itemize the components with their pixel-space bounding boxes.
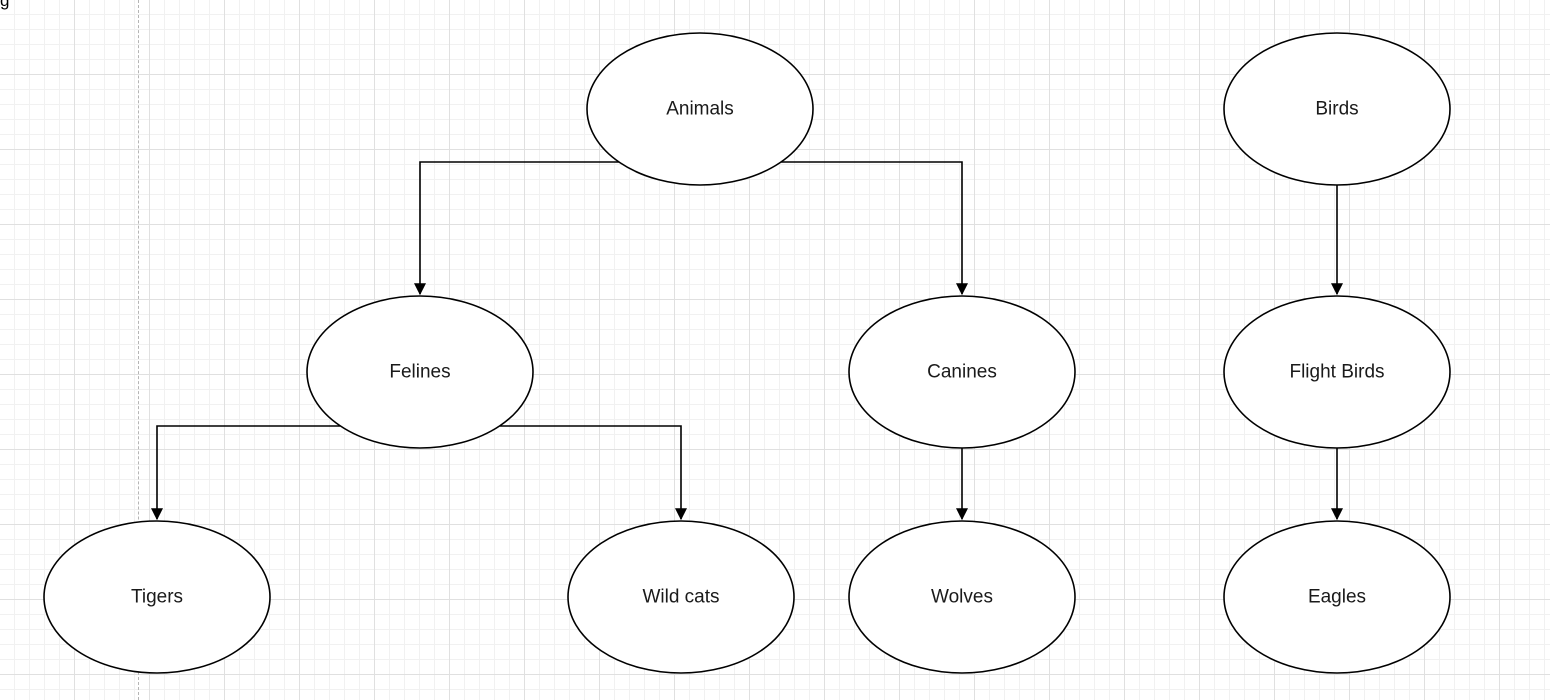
node-tigers-label: Tigers	[131, 587, 183, 608]
page-break-guide	[138, 0, 139, 700]
connectors	[151, 161, 1343, 521]
node-felines-label: Felines	[389, 362, 450, 383]
node-flight-birds-label: Flight Birds	[1289, 362, 1384, 383]
node-birds[interactable]: Birds	[1223, 32, 1451, 186]
node-flight-birds[interactable]: Flight Birds	[1223, 295, 1451, 449]
node-animals-label: Animals	[666, 99, 734, 120]
node-canines[interactable]: Canines	[848, 295, 1076, 449]
node-wild-cats[interactable]: Wild cats	[567, 520, 795, 674]
node-animals-shape	[586, 32, 814, 186]
node-tigers-shape	[43, 520, 271, 674]
node-canines-shape	[848, 295, 1076, 449]
edge-animals-felines[interactable]	[414, 161, 619, 296]
node-canines-label: Canines	[927, 362, 997, 383]
node-birds-shape	[1223, 32, 1451, 186]
node-felines-shape	[306, 295, 534, 449]
node-flight-birds-shape	[1223, 295, 1451, 449]
node-animals[interactable]: Animals	[586, 32, 814, 186]
node-tigers[interactable]: Tigers	[43, 520, 271, 674]
node-wild-cats-label: Wild cats	[642, 587, 719, 608]
node-wolves-shape	[848, 520, 1076, 674]
node-wild-cats-shape	[567, 520, 795, 674]
node-wolves-label: Wolves	[931, 587, 993, 608]
clipped-corner-text: g	[0, 0, 10, 10]
node-eagles[interactable]: Eagles	[1223, 520, 1451, 674]
node-eagles-label: Eagles	[1308, 587, 1366, 608]
node-birds-label: Birds	[1315, 99, 1358, 120]
edge-felines-wild-cats[interactable]	[500, 425, 687, 521]
node-felines[interactable]: Felines	[306, 295, 534, 449]
edge-animals-canines[interactable]	[781, 161, 968, 296]
node-eagles-shape	[1223, 520, 1451, 674]
edge-felines-tigers[interactable]	[151, 425, 340, 521]
node-wolves[interactable]: Wolves	[848, 520, 1076, 674]
